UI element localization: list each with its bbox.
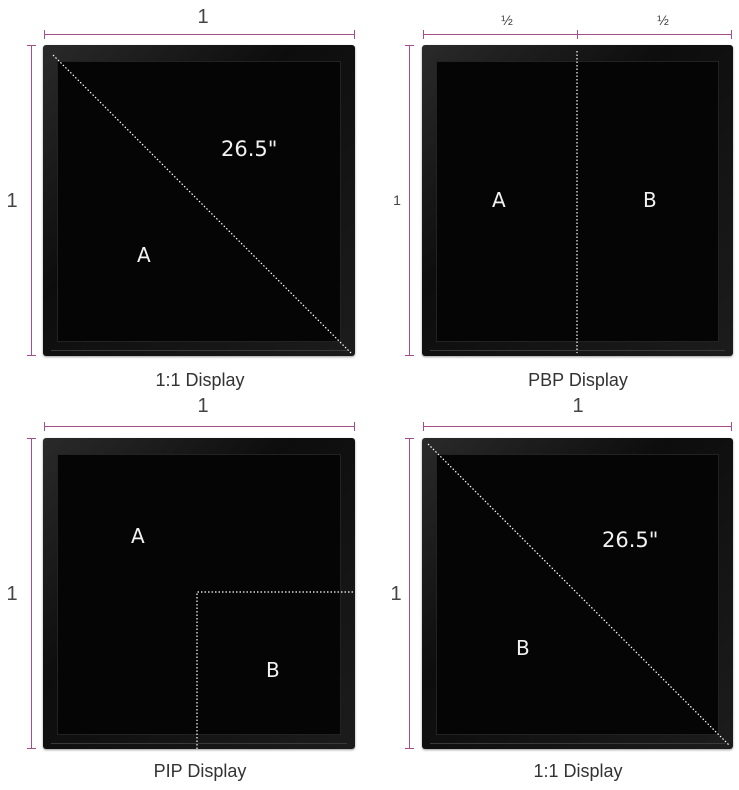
- height-label: 1: [388, 192, 406, 208]
- width-dimension-line: [44, 34, 355, 35]
- half-right-label: ½: [648, 12, 678, 28]
- half-tick: [577, 30, 578, 39]
- height-label: 1: [0, 583, 24, 606]
- monitor: A B: [43, 438, 355, 749]
- width-label: 1: [563, 395, 593, 418]
- width-dimension-line: [423, 426, 732, 427]
- area-label-b: B: [516, 636, 530, 660]
- width-label: 1: [188, 395, 218, 418]
- area-label-a: A: [131, 524, 145, 548]
- width-dimension-line: [423, 34, 732, 35]
- area-label-b: B: [643, 188, 657, 212]
- diagonal-size-label: 26.5": [221, 137, 277, 161]
- height-label: 1: [384, 583, 408, 606]
- height-dimension-line: [409, 45, 410, 356]
- area-label-a: A: [137, 243, 151, 267]
- half-left-label: ½: [492, 12, 522, 28]
- height-dimension-line: [31, 438, 32, 749]
- monitor: A B: [422, 45, 733, 356]
- caption: PIP Display: [20, 761, 380, 782]
- diagonal-line: [422, 438, 733, 749]
- height-label: 1: [0, 190, 24, 213]
- caption: 1:1 Display: [398, 761, 739, 782]
- width-dimension-line: [44, 426, 355, 427]
- area-label-a: A: [492, 188, 506, 212]
- caption: PBP Display: [398, 370, 739, 391]
- panel-pbp: ½ ½ 1 A B PBP Display: [370, 0, 730, 395]
- monitor: 26.5" A: [43, 45, 355, 356]
- pip-window-outline: [43, 438, 355, 749]
- height-dimension-line: [409, 438, 410, 749]
- panel-1to1-bottom: 1 1 26.5" B 1:1 Display: [370, 395, 730, 790]
- width-label: 1: [188, 6, 218, 29]
- diagonal-size-label: 26.5": [602, 528, 658, 552]
- height-dimension-line: [31, 45, 32, 356]
- monitor: 26.5" B: [422, 438, 733, 749]
- split-line: [422, 45, 733, 356]
- panel-1to1-top: 1 1 26.5" A 1:1 Display: [0, 0, 360, 395]
- diagonal-line: [43, 45, 355, 356]
- area-label-b: B: [266, 658, 280, 682]
- panel-pip: 1 1 A B PIP Display: [0, 395, 360, 790]
- caption: 1:1 Display: [20, 370, 380, 391]
